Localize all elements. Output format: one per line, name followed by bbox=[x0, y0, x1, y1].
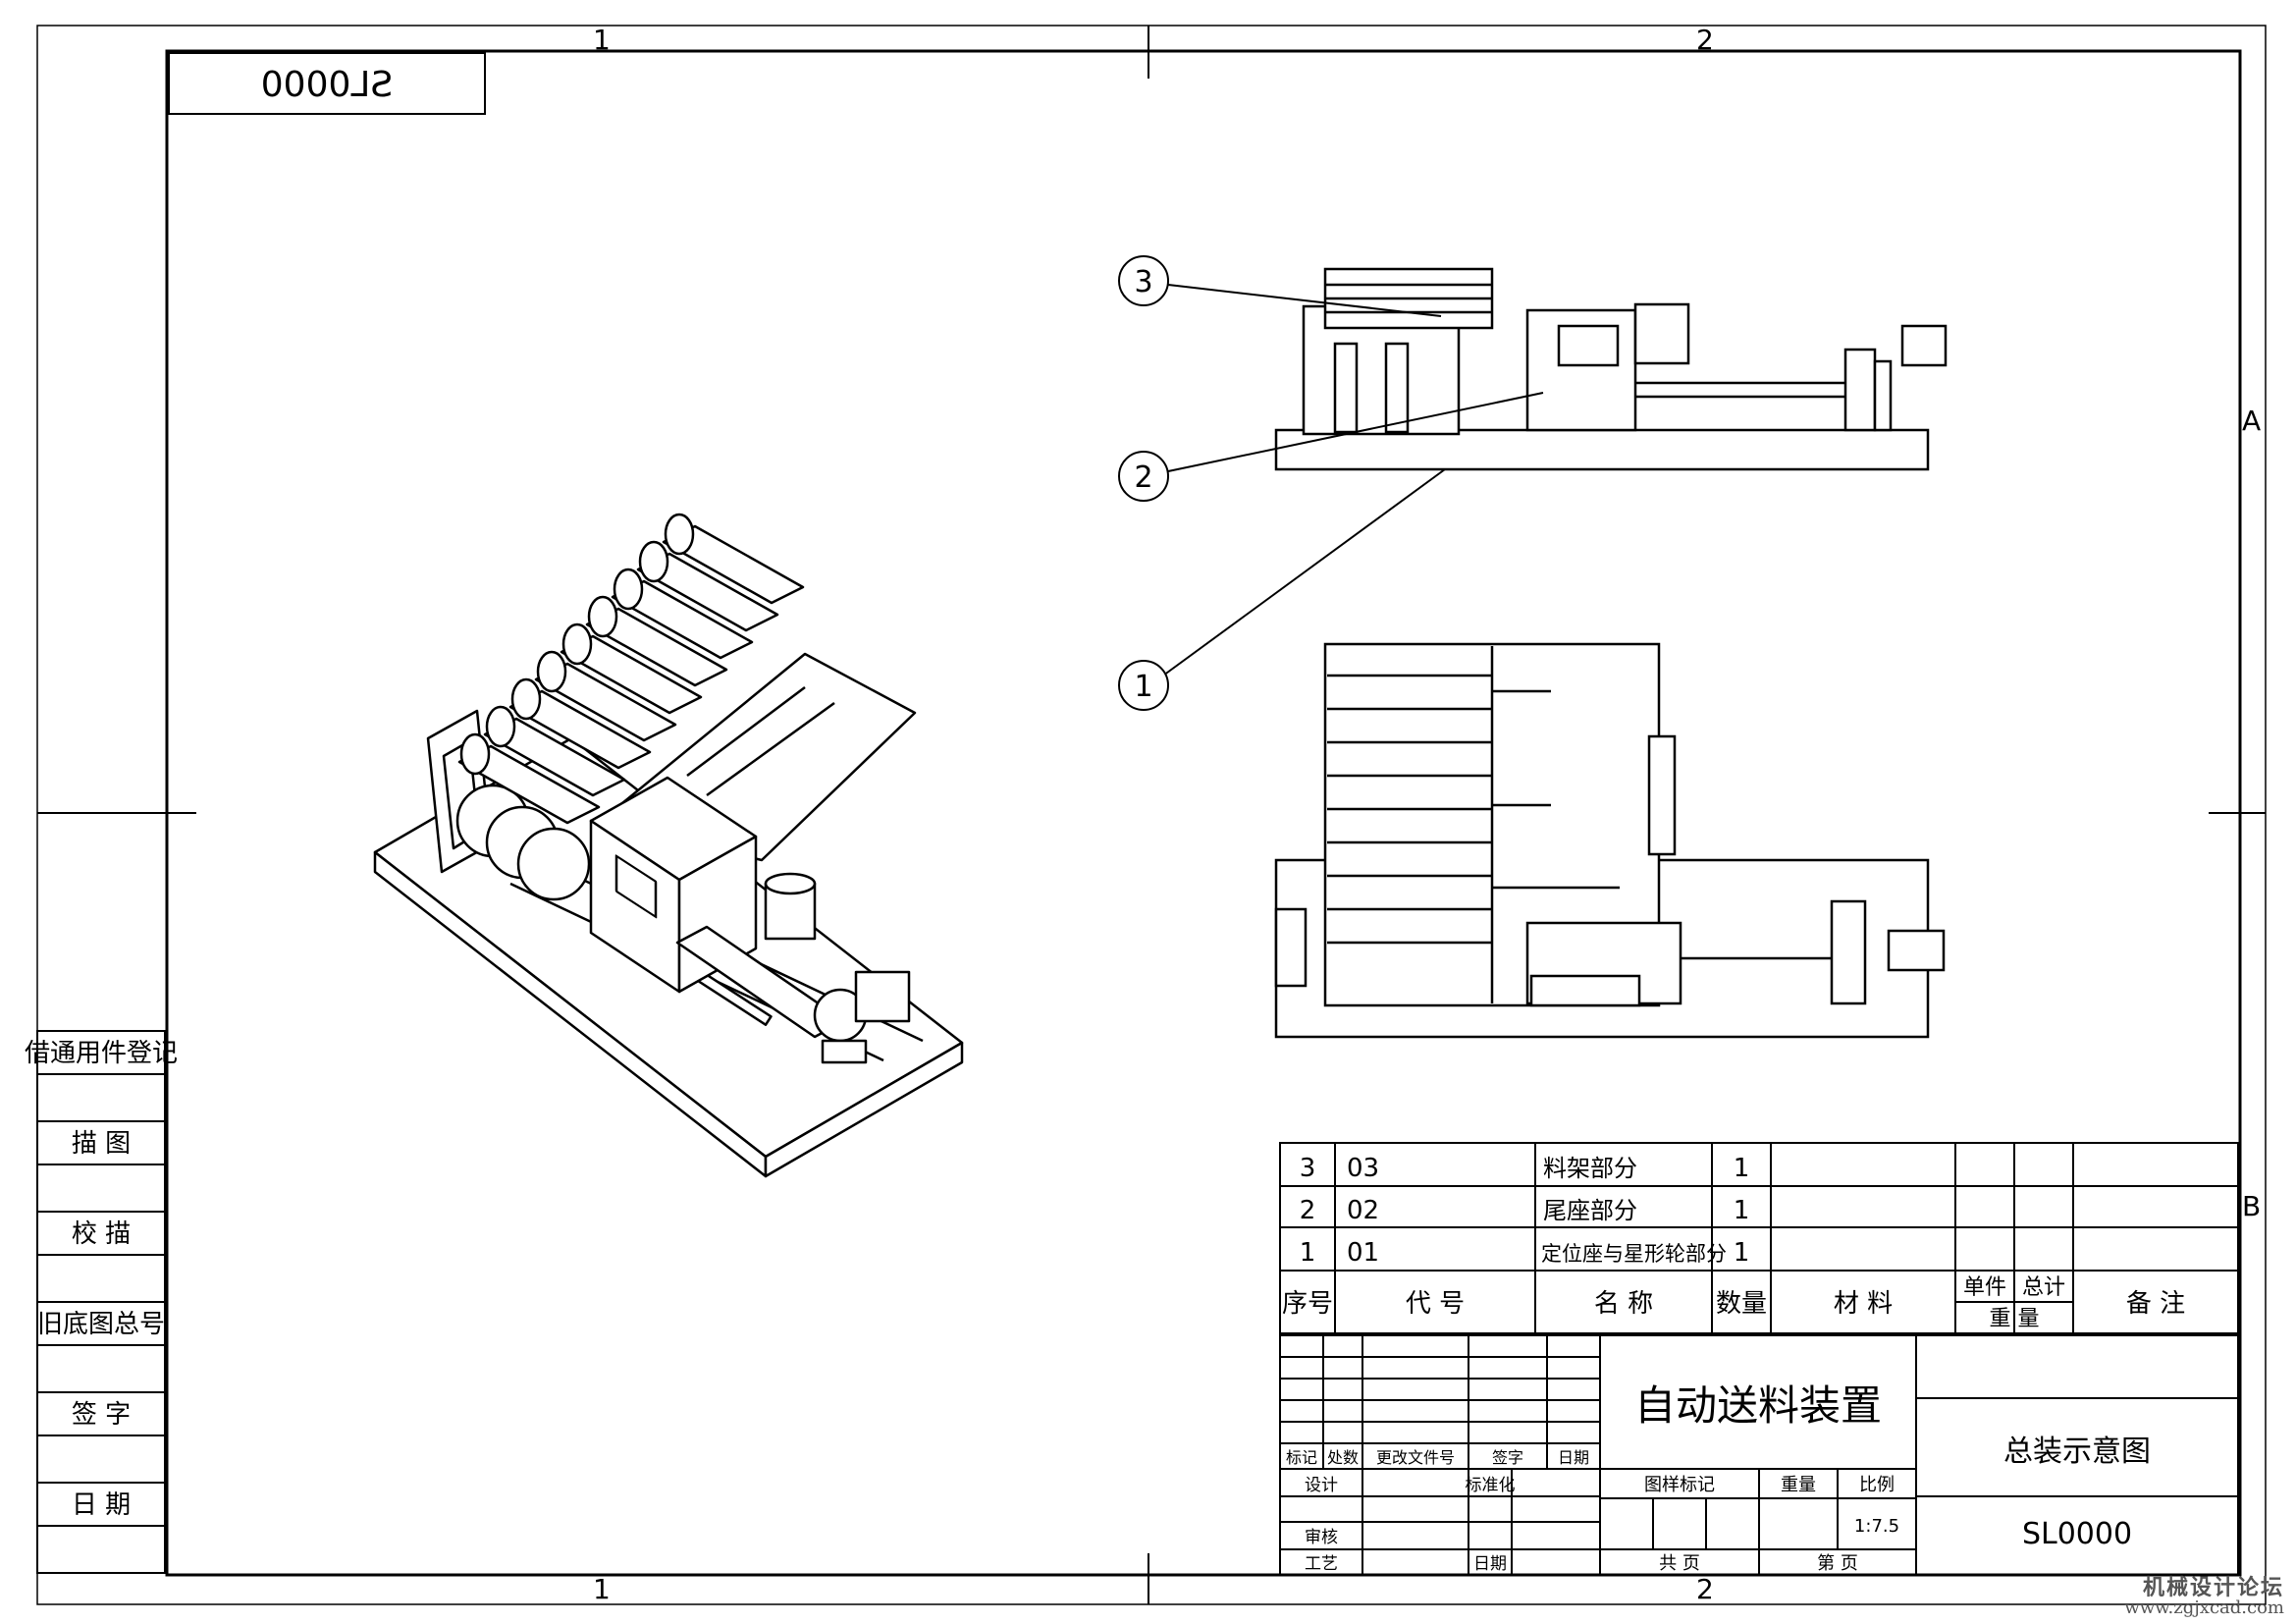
watermark: 机械设计论坛 www.zgjxcad.com bbox=[2124, 1575, 2284, 1619]
mirrored-code: SL0000 bbox=[261, 65, 394, 105]
bom-header-name: 名 称 bbox=[1594, 1289, 1653, 1319]
rev-header-count: 处数 bbox=[1327, 1448, 1359, 1467]
bom-row1-qty: 1 bbox=[1734, 1238, 1750, 1268]
zone-letter-a: A bbox=[2242, 405, 2261, 437]
rev-header-mark: 标记 bbox=[1286, 1448, 1317, 1467]
bom-row2-code: 02 bbox=[1347, 1196, 1379, 1225]
rev-header-change-doc: 更改文件号 bbox=[1376, 1448, 1455, 1467]
zone-number-top-1: 1 bbox=[593, 24, 611, 56]
bom-row3-name: 料架部分 bbox=[1543, 1155, 1637, 1182]
scale-value: 1:7.5 bbox=[1854, 1516, 1899, 1537]
balloon-2: 2 bbox=[1118, 392, 1544, 502]
label-review: 审核 bbox=[1305, 1528, 1338, 1547]
bom-header-no: 序号 bbox=[1282, 1289, 1333, 1319]
label-standardization: 标准化 bbox=[1466, 1476, 1516, 1495]
zone-number-bottom-2: 2 bbox=[1696, 1573, 1714, 1605]
side-label-old-base-number: 旧底图总号 bbox=[37, 1310, 165, 1339]
bom-header-material: 材 料 bbox=[1834, 1289, 1893, 1319]
rev-header-date: 日期 bbox=[1558, 1448, 1589, 1467]
bom-row2-qty: 1 bbox=[1734, 1196, 1750, 1225]
bom-header-code: 代 号 bbox=[1406, 1289, 1465, 1319]
balloon-2-label: 2 bbox=[1134, 460, 1152, 495]
sheet-frame bbox=[36, 25, 2267, 1605]
zone-number-bottom-1: 1 bbox=[593, 1573, 611, 1605]
bom-header-total-weight: 总计 bbox=[2022, 1275, 2065, 1300]
bom-header-weight: 重 量 bbox=[1990, 1307, 2040, 1331]
bom-row2-no: 2 bbox=[1300, 1196, 1316, 1225]
isometric-view bbox=[373, 513, 964, 1178]
label-weight: 重量 bbox=[1781, 1475, 1816, 1495]
bom-table: 3 03 料架部分 1 2 02 尾座部分 1 1 01 定位座与星形轮部分 1… bbox=[1279, 1142, 2239, 1334]
mirrored-code-box: SL0000 bbox=[168, 52, 486, 115]
bom-header-remark: 备 注 bbox=[2126, 1289, 2185, 1319]
bom-row1-no: 1 bbox=[1300, 1238, 1316, 1268]
top-motor bbox=[1887, 929, 1946, 972]
rev-header-signature: 签字 bbox=[1492, 1448, 1523, 1467]
label-process: 工艺 bbox=[1305, 1554, 1338, 1574]
balloon-3-label: 3 bbox=[1134, 265, 1152, 299]
label-date: 日期 bbox=[1473, 1554, 1507, 1574]
bom-row3-no: 3 bbox=[1300, 1154, 1316, 1183]
front-motor bbox=[1900, 324, 1948, 367]
iso-feed-rollers bbox=[457, 513, 805, 825]
balloon-1-label: 1 bbox=[1134, 670, 1152, 704]
side-label-signature: 签 字 bbox=[72, 1400, 131, 1430]
bom-header-qty: 数量 bbox=[1716, 1289, 1767, 1319]
side-label-register: 借通用件登记 bbox=[25, 1039, 178, 1068]
label-sheet-no: 第 页 bbox=[1817, 1553, 1858, 1574]
drawing-title: 自动送料装置 bbox=[1634, 1381, 1882, 1430]
iso-motor bbox=[854, 970, 911, 1023]
side-label-date: 日 期 bbox=[72, 1490, 131, 1520]
balloon-1: 1 bbox=[1118, 468, 1446, 711]
label-scale: 比例 bbox=[1859, 1475, 1895, 1495]
watermark-url: www.zgjxcad.com bbox=[2124, 1597, 2284, 1619]
balloon-3: 3 bbox=[1118, 255, 1442, 317]
label-drawing-mark: 图样标记 bbox=[1644, 1475, 1715, 1495]
watermark-site-name: 机械设计论坛 bbox=[2142, 1575, 2284, 1601]
label-total-sheets: 共 页 bbox=[1659, 1553, 1700, 1574]
title-block: 标记 处数 更改文件号 签字 日期 设计 标准化 审核 工艺 日期 自动送料装置… bbox=[1279, 1334, 2239, 1576]
drawing-name: 总装示意图 bbox=[2003, 1435, 2151, 1469]
drawing-code: SL0000 bbox=[2022, 1517, 2132, 1551]
bom-row3-code: 03 bbox=[1347, 1154, 1379, 1183]
bom-header-unit-weight: 单件 bbox=[1963, 1275, 2006, 1300]
bom-row1-code: 01 bbox=[1347, 1238, 1379, 1268]
bom-row1-name: 定位座与星形轮部分 bbox=[1541, 1242, 1727, 1266]
front-bearing-seat bbox=[1843, 348, 1877, 432]
zone-letter-b: B bbox=[2242, 1190, 2261, 1222]
bom-row3-qty: 1 bbox=[1734, 1154, 1750, 1183]
side-column: 借通用件登记 描 图 校 描 旧底图总号 签 字 日 期 bbox=[25, 1030, 178, 1574]
front-view bbox=[1274, 267, 1948, 471]
top-view bbox=[1274, 642, 1946, 1039]
side-label-check-trace: 校 描 bbox=[72, 1219, 131, 1249]
bom-row2-name: 尾座部分 bbox=[1543, 1197, 1637, 1224]
front-base-plate bbox=[1274, 428, 1930, 471]
zone-number-top-2: 2 bbox=[1696, 24, 1714, 56]
top-bearing-seat bbox=[1830, 899, 1867, 1005]
label-design: 设计 bbox=[1305, 1476, 1338, 1495]
side-label-trace: 描 图 bbox=[72, 1129, 131, 1159]
